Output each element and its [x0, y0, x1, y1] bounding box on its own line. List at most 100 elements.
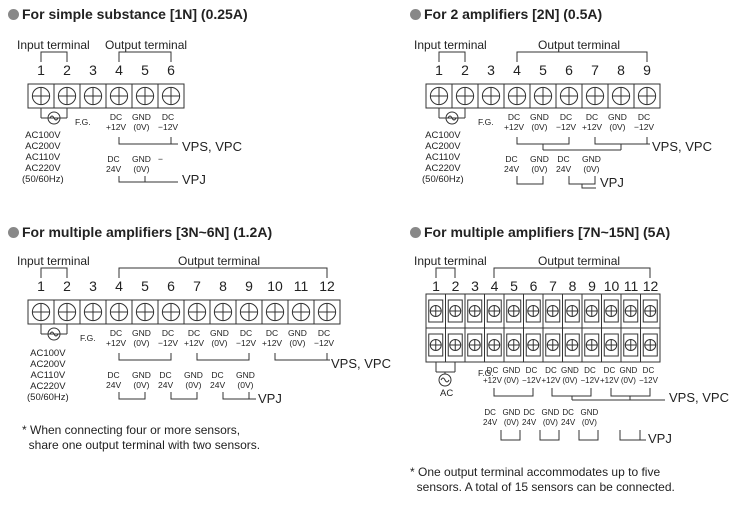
terminal-number: 2 [461, 62, 469, 78]
vps-vpc-label: VPS, VPC [669, 390, 729, 405]
terminal-number: 9 [245, 278, 253, 294]
terminal-number: 1 [37, 278, 45, 294]
dc-output-label: DC 24V [522, 408, 537, 427]
terminal-number: 4 [115, 278, 123, 294]
terminal-number: 2 [63, 278, 71, 294]
terminal-number: 7 [591, 62, 599, 78]
output-bracket [118, 51, 172, 62]
ac-voltage-list: AC100V AC200V AC110V AC220V (50/60Hz) [22, 130, 64, 185]
terminal-number: 3 [89, 278, 97, 294]
dc-output-label: DC −12V [236, 328, 257, 348]
dc-output-label: DC +12V [600, 366, 619, 385]
screw-slot [586, 87, 604, 105]
terminal-clamp [428, 333, 444, 357]
dc-output-label: GND (0V) [236, 370, 255, 390]
vpj-bracket [118, 176, 178, 183]
screw-slot [605, 339, 617, 351]
terminal-clamp [486, 333, 502, 357]
output-bracket [516, 51, 648, 62]
screw-slot [456, 87, 474, 105]
dc-output-label: DC −12V [158, 328, 179, 348]
input-bracket [40, 51, 68, 62]
bullet-icon [410, 227, 421, 238]
terminal-clamp [642, 333, 658, 357]
terminal-number: 6 [167, 278, 175, 294]
dc-output-label: DC −12V [522, 366, 541, 385]
dc-output-label: DC 24V [483, 408, 498, 427]
screw-slot [547, 305, 559, 317]
terminal-number: 4 [490, 278, 499, 294]
terminal-clamp [506, 333, 522, 357]
terminal-number: 8 [219, 278, 227, 294]
dc-output-label: DC 24V [556, 154, 572, 174]
dc-output-label: DC −12V [580, 366, 600, 385]
fg-label: F.G. [478, 368, 494, 378]
panel-title: For multiple amplifiers [7N~15N] (5A) [410, 224, 670, 240]
vpj-label: VPJ [182, 172, 206, 187]
dc-output-label: DC −12V [158, 112, 179, 132]
screw-slot [644, 305, 656, 317]
terminal-number: 12 [319, 278, 335, 294]
terminal-number: 5 [510, 278, 518, 294]
screw-slot [110, 303, 128, 321]
screw-slot [136, 87, 154, 105]
terminal-number: 11 [623, 278, 639, 294]
dc-output-label: DC 24V [158, 370, 174, 390]
screw-slot [292, 303, 310, 321]
terminal-clamp [428, 299, 444, 323]
screw-slot [625, 339, 637, 351]
screw-slot [214, 303, 232, 321]
output-bracket [118, 267, 328, 278]
sine-wave [49, 331, 59, 337]
screw-slot [612, 87, 630, 105]
screw-slot [586, 339, 598, 351]
footnote: * One output terminal accommodates up to… [410, 465, 675, 494]
terminal-number: 3 [89, 62, 97, 78]
dc-output-label: GND (0V) [132, 328, 151, 348]
dc-output-label: GND (0V) [530, 112, 549, 132]
dc-output-label: GND (0V) [580, 408, 599, 427]
ac-source-icon [438, 373, 452, 387]
terminal-number: 5 [141, 278, 149, 294]
input-terminal-label: Input terminal [17, 38, 90, 52]
bullet-icon [410, 9, 421, 20]
terminal-clamp [506, 299, 522, 323]
screw-slot [136, 303, 154, 321]
dc-output-label: DC 24V [504, 154, 520, 174]
ac-voltage-list: AC100V AC200V AC110V AC220V (50/60Hz) [422, 130, 464, 185]
dc-output-label: GND (0V) [561, 366, 579, 385]
screw-slot [266, 303, 284, 321]
terminal-clamp [564, 333, 580, 357]
ac-wire [438, 108, 466, 119]
screw-slot [586, 305, 598, 317]
terminal-clamp [545, 333, 561, 357]
terminal-number: 7 [193, 278, 201, 294]
screw-slot [32, 87, 50, 105]
screw-slot [162, 303, 180, 321]
screw-slot [110, 87, 128, 105]
terminal-number: 7 [549, 278, 557, 294]
output-terminal-label: Output terminal [538, 38, 621, 52]
terminal-clamp [623, 299, 639, 323]
terminal-clamp [486, 299, 502, 323]
fg-label: F.G. [75, 117, 91, 127]
dc-output-label: DC −12V [556, 112, 577, 132]
input-bracket [40, 267, 68, 278]
terminal-clamp [545, 299, 561, 323]
screw-slot [547, 339, 559, 351]
screw-slot [508, 305, 520, 317]
vpj-label: VPJ [648, 431, 672, 446]
dc-output-label: GND (0V) [184, 370, 203, 390]
dc-output-label: DC +12V [106, 328, 127, 348]
input-bracket [435, 267, 456, 278]
dc-output-label: DC +12V [541, 366, 561, 385]
dc-output-label: GND (0V) [582, 154, 601, 174]
ac-wire [435, 362, 456, 374]
dc-output-label: GND (0V) [502, 366, 521, 385]
terminal-number: 12 [642, 278, 659, 294]
screw-slot [482, 87, 500, 105]
ac-wire [40, 324, 68, 335]
screw-slot [625, 305, 637, 317]
screw-slot [162, 87, 180, 105]
dc-output-label: GND (0V) [608, 112, 627, 132]
